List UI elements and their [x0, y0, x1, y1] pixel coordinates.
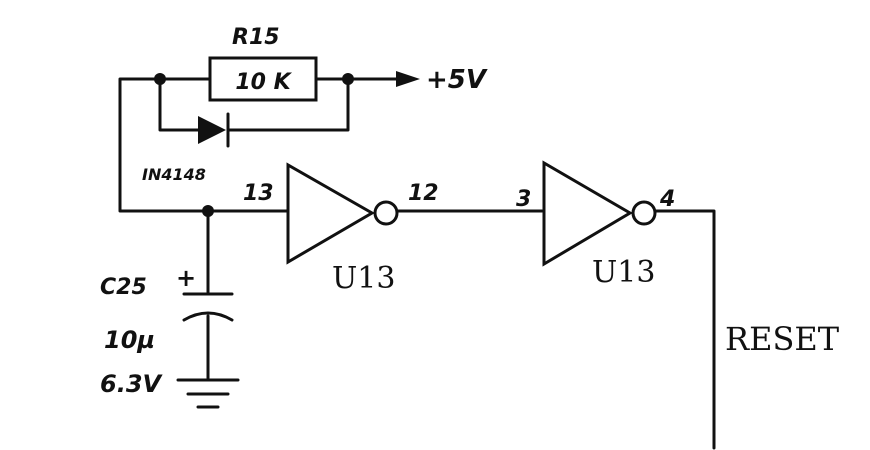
inverter-1-triangle-icon [286, 162, 375, 265]
inverter-1-in-pin: 13 [243, 181, 274, 206]
resistor-ref-label: R15 [232, 25, 280, 50]
resistor-body [208, 56, 318, 102]
wire-diode-return [226, 77, 350, 132]
wire-diode-loop [158, 77, 200, 132]
capacitor-value-label: 10µ [104, 326, 155, 354]
inverter-1-ref-label: U13 [332, 261, 395, 296]
junction-dot-right [342, 73, 354, 85]
inverter-2-in-pin: 3 [516, 187, 531, 212]
inverter-2-out-pin: 4 [659, 187, 675, 212]
capacitor-ref-label: C25 [100, 275, 147, 300]
inverter-2: U13 4 [542, 160, 675, 290]
diode-in4148: IN4148 [142, 112, 230, 184]
resistor-r15: 10 K R15 [208, 25, 318, 102]
capacitor-polarity-label: + [176, 264, 196, 292]
supply-plus5v: +5V [396, 65, 488, 95]
cap-plate-negative [182, 311, 234, 322]
inverter-2-triangle-icon [542, 160, 633, 267]
feedback-loop-wires [118, 77, 402, 213]
wire-left-loop [118, 77, 210, 213]
inverter-2-bubble [631, 200, 657, 226]
inverter-1-bubble [373, 200, 399, 226]
reset-label: RESET [725, 320, 840, 358]
capacitor-c25: C25 + 10µ 6.3V [100, 209, 234, 398]
inverter-2-ref-label: U13 [592, 255, 655, 290]
wire-reset-output [653, 209, 716, 450]
inverter-1: U13 12 [286, 162, 439, 296]
resistor-value-label: 10 K [235, 70, 292, 95]
inverter-1-out-pin: 12 [408, 181, 439, 206]
capacitor-voltage-label: 6.3V [100, 370, 164, 398]
diode-triangle-icon [198, 116, 226, 144]
diode-part-label: IN4148 [142, 165, 206, 184]
supply-arrow-icon [396, 71, 420, 87]
supply-label: +5V [426, 65, 488, 95]
ground-icon [176, 378, 240, 409]
junction-dot-left [154, 73, 166, 85]
